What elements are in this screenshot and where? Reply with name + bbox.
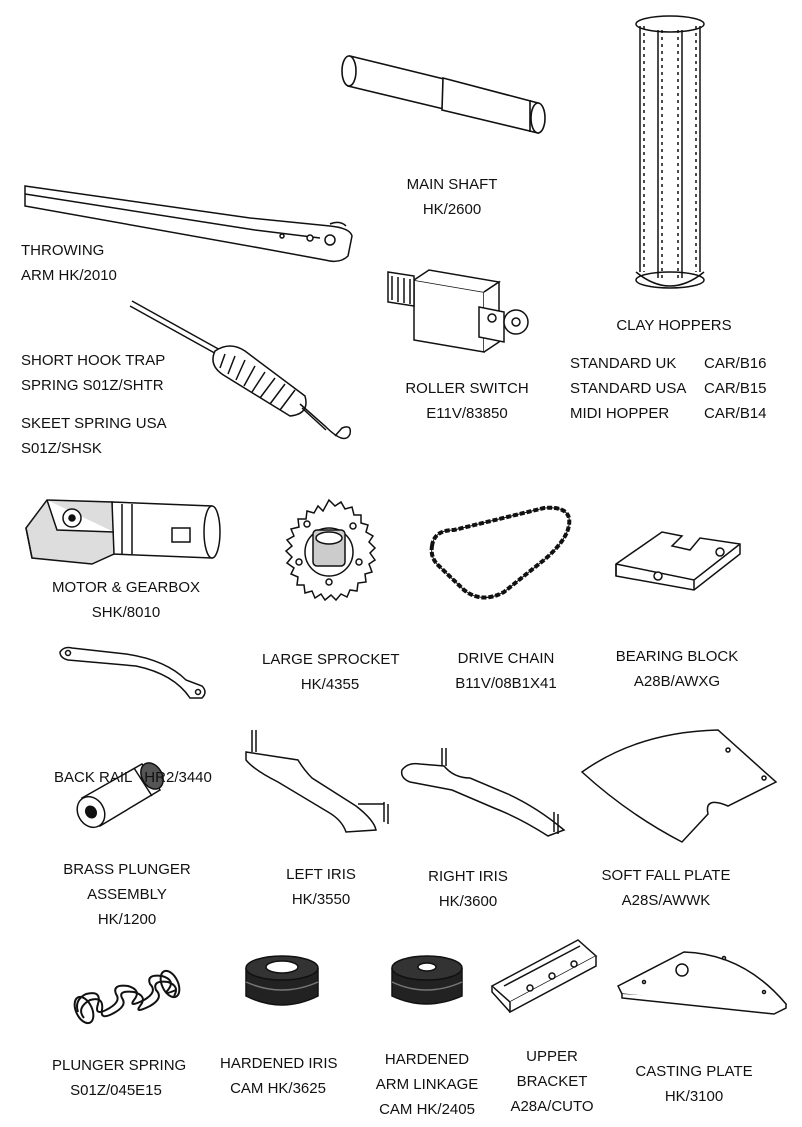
- left-iris-image: [238, 726, 394, 836]
- part-name: BRASS PLUNGER: [63, 861, 191, 878]
- part-code: SHK/8010: [91, 604, 161, 621]
- skeet-spring-label: SKEET SPRING USA S01Z/SHSK: [21, 411, 167, 461]
- hopper-code: CAR/B16: [704, 355, 767, 372]
- bearing-block-label: BEARING BLOCK A28B/AWXG: [612, 644, 742, 694]
- part-name: SHORT HOOK TRAP: [21, 352, 166, 369]
- part-name: THROWING: [21, 242, 105, 259]
- motor-gearbox-label: MOTOR & GEARBOX SHK/8010: [46, 575, 206, 625]
- arm-linkage-cam-label: HARDENED ARM LINKAGE CAM HK/2405: [368, 1047, 486, 1122]
- back-rail-label: BACK RAIL HR2/3440: [54, 715, 212, 815]
- casting-plate-image: [614, 948, 788, 1024]
- part-code: A28S/AWWK: [621, 892, 711, 909]
- part-code: A28A/CUTO: [510, 1098, 594, 1115]
- part-code: B11V/08B1X41: [455, 675, 557, 692]
- part-name: ROLLER SWITCH: [405, 380, 529, 397]
- soft-fall-plate-image: [578, 726, 782, 846]
- part-code: S01Z/045E15: [70, 1082, 162, 1099]
- bearing-block-image: [612, 524, 744, 598]
- part-name: SOFT FALL PLATE: [601, 867, 731, 884]
- throwing-arm-label: THROWING ARM HK/2010: [21, 238, 117, 288]
- hopper-name: STANDARD UK: [570, 355, 677, 372]
- hardened-iris-cam-image: [242, 952, 322, 1010]
- part-code: E11V/83850: [426, 405, 508, 422]
- part-code: ARM HK/2010: [21, 267, 117, 284]
- hopper-name: STANDARD USA: [570, 380, 687, 397]
- part-name-2: ARM LINKAGE: [375, 1076, 479, 1093]
- part-name-2: BRACKET: [516, 1073, 588, 1090]
- casting-plate-label: CASTING PLATE HK/3100: [632, 1059, 756, 1109]
- drive-chain-label: DRIVE CHAIN B11V/08B1X41: [444, 646, 568, 696]
- left-iris-label: LEFT IRIS HK/3550: [276, 862, 366, 912]
- part-name: LARGE SPROCKET: [262, 651, 400, 668]
- drive-chain-image: [424, 500, 574, 604]
- short-hook-spring-label: SHORT HOOK TRAP SPRING S01Z/SHTR: [21, 348, 165, 398]
- back-rail-image: [56, 644, 210, 702]
- plunger-spring-image: [72, 950, 184, 1030]
- arm-linkage-cam-image: [388, 950, 466, 1010]
- trap-spring-image: [120, 296, 360, 456]
- part-name: SKEET SPRING USA: [21, 415, 167, 432]
- hopper-code: CAR/B15: [704, 380, 767, 397]
- part-code: HK/4355: [300, 676, 360, 693]
- part-name: PLUNGER SPRING: [52, 1057, 187, 1074]
- right-iris-label: RIGHT IRIS HK/3600: [418, 864, 518, 914]
- part-code: S01Z/SHSK: [21, 440, 102, 457]
- brass-plunger-label: BRASS PLUNGER ASSEMBLY HK/1200: [62, 857, 192, 932]
- part-name: MAIN SHAFT: [406, 176, 498, 193]
- plunger-spring-label: PLUNGER SPRING S01Z/045E15: [52, 1053, 187, 1103]
- part-name-2: ASSEMBLY: [87, 886, 167, 903]
- large-sprocket-image: [262, 498, 396, 606]
- part-name: HARDENED: [384, 1051, 470, 1068]
- upper-bracket-image: [490, 936, 598, 1014]
- part-code: HK/3600: [438, 893, 498, 910]
- upper-bracket-label: UPPER BRACKET A28A/CUTO: [504, 1044, 600, 1119]
- part-name: BEARING BLOCK: [615, 648, 739, 665]
- main-shaft-image: [338, 48, 550, 138]
- part-code: CAM HK/3625: [230, 1080, 326, 1097]
- part-code: A28B/AWXG: [633, 673, 721, 690]
- hopper-name: MIDI HOPPER: [570, 405, 670, 422]
- part-name: CASTING PLATE: [635, 1063, 753, 1080]
- part-name: MOTOR & GEARBOX: [51, 579, 201, 596]
- part-code: CAM HK/2405: [379, 1101, 475, 1118]
- throwing-arm-image: [20, 178, 356, 266]
- hardened-iris-cam-label: HARDENED IRIS CAM HK/3625: [220, 1051, 338, 1101]
- soft-fall-plate-label: SOFT FALL PLATE A28S/AWWK: [600, 863, 732, 913]
- hopper-code: CAR/B14: [704, 405, 767, 422]
- roller-switch-label: ROLLER SWITCH E11V/83850: [402, 376, 532, 426]
- part-code: HK/3550: [291, 891, 351, 908]
- main-shaft-label: MAIN SHAFT HK/2600: [402, 172, 502, 222]
- hopper-row: STANDARD UK CAR/B16: [570, 351, 770, 376]
- hopper-row: MIDI HOPPER CAR/B14: [570, 401, 770, 426]
- part-code: HK/1200: [97, 911, 157, 928]
- part-name: LEFT IRIS: [286, 866, 356, 883]
- part-code: HK/2600: [422, 201, 482, 218]
- part-name: DRIVE CHAIN: [457, 650, 555, 667]
- part-code: HK/3100: [664, 1088, 724, 1105]
- part-name: BACK RAIL HR2/3440: [54, 769, 212, 786]
- hopper-row: STANDARD USA CAR/B15: [570, 376, 770, 401]
- part-name: HARDENED IRIS: [220, 1055, 338, 1072]
- right-iris-image: [398, 746, 570, 840]
- brass-plunger-image: [72, 756, 182, 836]
- part-name: UPPER: [526, 1048, 578, 1065]
- part-code: SPRING S01Z/SHTR: [21, 377, 164, 394]
- roller-switch-image: [384, 262, 534, 362]
- part-name: RIGHT IRIS: [428, 868, 508, 885]
- clay-hoppers-title: CLAY HOPPERS: [616, 317, 732, 334]
- clay-hopper-image: [620, 10, 720, 300]
- motor-gearbox-image: [22, 488, 226, 570]
- large-sprocket-label: LARGE SPROCKET HK/4355: [262, 647, 400, 697]
